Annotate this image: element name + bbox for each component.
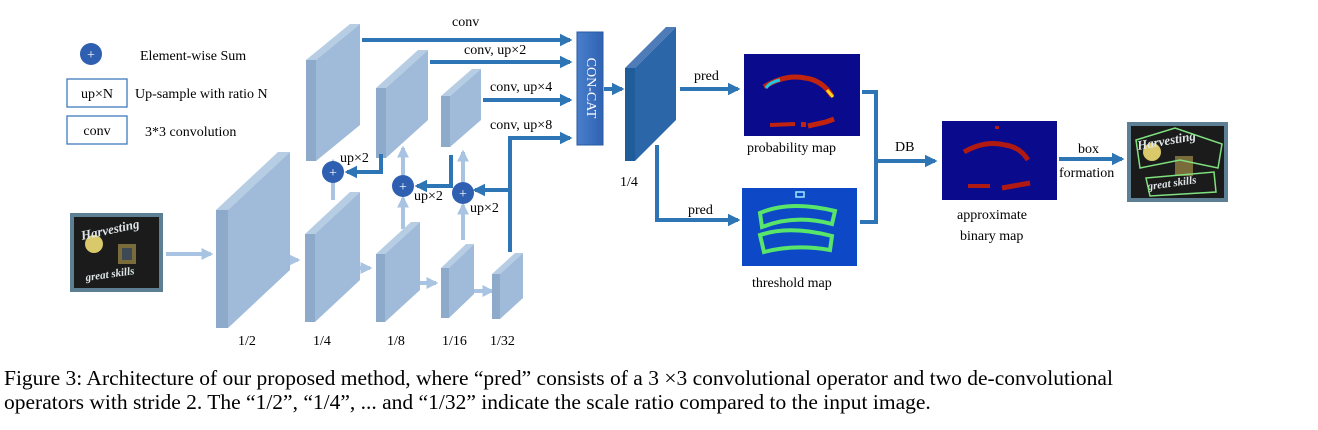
probability-map-label: probability map — [747, 141, 836, 156]
conv-label: conv — [452, 15, 479, 30]
scale-label: 1/32 — [490, 334, 515, 349]
scale-labels: 1/2 1/4 1/8 1/16 1/32 — [238, 334, 515, 349]
approximate-binary-map-image — [942, 121, 1057, 200]
legend-upsample-box — [66, 78, 128, 108]
scale-label: 1/4 — [313, 334, 331, 349]
backbone-layer-1-8 — [376, 222, 420, 322]
caption-line-2: operators with stride 2. The “1/2”, “1/4… — [4, 390, 931, 414]
caption-line-1: Figure 3: Architecture of our proposed m… — [4, 366, 1113, 390]
approximate-label-line1: approximate — [957, 208, 1027, 223]
conv-label: conv, up×8 — [490, 118, 552, 133]
legend-upsample-label: Up-sample with ratio N — [135, 87, 268, 102]
sum-icon — [392, 175, 414, 197]
scale-label: 1/8 — [387, 334, 405, 349]
fpn-up-label: up×2 — [470, 201, 499, 216]
backbone-layer-1-4 — [305, 192, 360, 322]
conv-label: conv, up×2 — [464, 43, 526, 58]
fpn-layers — [306, 24, 481, 161]
legend-conv-box — [66, 115, 128, 145]
fpn-up-label: up×2 — [340, 151, 369, 166]
pred-label-top: pred — [694, 69, 719, 84]
legend-sum-icon — [80, 43, 102, 65]
pred-arrows — [655, 82, 741, 227]
feature-scale-label: 1/4 — [620, 175, 638, 190]
fpn-layer-2 — [376, 50, 428, 158]
architecture-diagram: + Element-wise Sum up×N Up-sample with r… — [66, 15, 1228, 349]
concat-block: CON-CAT — [576, 31, 604, 146]
threshold-map-label: threshold map — [752, 276, 832, 291]
legend: + Element-wise Sum up×N Up-sample with r… — [66, 43, 268, 145]
sum-symbol: + — [329, 166, 337, 181]
box-label-line1: box — [1078, 142, 1099, 157]
output-image: Harvesting great skills — [1127, 122, 1228, 202]
fpn-layer-1 — [306, 24, 360, 161]
legend-conv-label: 3*3 convolution — [145, 125, 236, 140]
sum-circles: + + + — [322, 161, 474, 204]
figure-caption: Figure 3: Architecture of our proposed m… — [4, 366, 1316, 414]
backbone-layer-1-32 — [492, 253, 523, 319]
backbone-layer-1-2 — [216, 152, 290, 328]
box-label-line2: formation — [1059, 166, 1114, 181]
fpn-up-label: up×2 — [414, 189, 443, 204]
scale-label: 1/16 — [442, 334, 467, 349]
sum-icon — [322, 161, 344, 183]
conv-arrows — [362, 33, 573, 252]
legend-sum-label: Element-wise Sum — [140, 49, 246, 64]
backbone-layer-1-16 — [441, 244, 474, 318]
approximate-label-line2: binary map — [960, 229, 1023, 244]
sum-symbol: + — [399, 180, 407, 195]
legend-sum-symbol: + — [87, 48, 95, 63]
legend-upsample-box-text: up×N — [81, 87, 113, 102]
pred-label-bottom: pred — [688, 203, 713, 218]
conv-label: conv, up×4 — [490, 80, 552, 95]
sum-icon — [452, 182, 474, 204]
fused-feature-block — [625, 27, 676, 161]
db-arrows — [860, 90, 938, 224]
input-image: Harvesting great skills — [70, 213, 163, 292]
concat-label: CON-CAT — [583, 58, 598, 119]
sum-symbol: + — [459, 187, 467, 202]
fpn-layer-3 — [441, 69, 481, 147]
db-label: DB — [895, 140, 914, 155]
scale-label: 1/2 — [238, 334, 256, 349]
probability-map-image — [744, 54, 860, 136]
threshold-map-image — [742, 188, 857, 266]
backbone-layers — [216, 152, 523, 328]
legend-conv-box-text: conv — [83, 124, 110, 139]
